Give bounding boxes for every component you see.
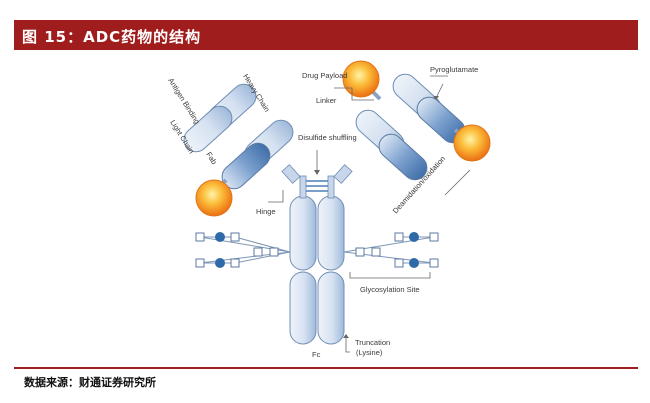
label-disulfide-shuffling: Disulfide shuffling [298, 133, 357, 142]
payload-right [453, 124, 491, 162]
label-hinge: Hinge [256, 207, 276, 216]
label-fc: Fc [312, 350, 321, 359]
payload-left [195, 178, 233, 217]
figure-title: 图 15：ADC药物的结构 [22, 28, 202, 46]
footer-divider [14, 367, 638, 369]
payload-top [342, 60, 382, 101]
label-truncation: Truncation [355, 338, 390, 347]
label-glycosylation-site: Glycosylation Site [360, 285, 420, 294]
label-fab: Fab [204, 150, 218, 166]
annotation-lines [268, 75, 471, 353]
label-drug-payload: Drug Payload [302, 71, 347, 80]
left-fab-arm [183, 83, 301, 190]
label-lysine: (Lysine) [356, 348, 383, 357]
label-antigen-binding: Antigen Binding [166, 76, 201, 125]
figure-source: 数据来源：财通证券研究所 [24, 376, 156, 389]
figure-header: 图 15：ADC药物的结构 [14, 20, 638, 50]
right-fab-arm [333, 73, 466, 184]
glycan-left [195, 232, 291, 268]
hinge-connectors [299, 175, 335, 199]
fc-region [289, 195, 345, 345]
label-pyroglutamate: Pyroglutamate [430, 65, 478, 74]
label-linker: Linker [316, 96, 337, 105]
glycan-right [343, 232, 439, 268]
